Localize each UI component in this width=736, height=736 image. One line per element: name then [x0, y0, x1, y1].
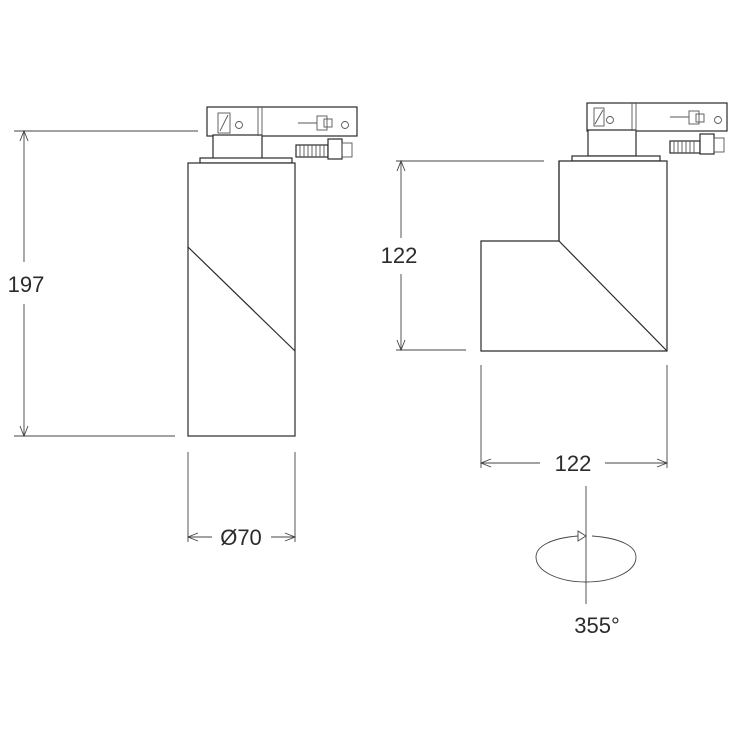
diameter-dimension: Ø70 [186, 452, 297, 550]
rotation-arc [535, 535, 637, 583]
height-label-122: 122 [381, 243, 418, 268]
side-view: 122 122 355° [381, 102, 728, 638]
height-dimension-right: 122 [381, 159, 544, 352]
front-view: 197 Ø70 [8, 106, 358, 550]
spotlight-cut-line [558, 240, 668, 352]
track-adapter-right [571, 102, 728, 162]
rotation-label: 355° [574, 613, 620, 638]
diameter-label: Ø70 [220, 525, 262, 550]
height-dimension-left: 197 [8, 129, 198, 438]
rotation-indicator: 355° [535, 486, 637, 638]
width-label-122: 122 [555, 451, 592, 476]
width-dimension-right: 122 [479, 365, 669, 476]
cylinder-cut-line [187, 246, 296, 352]
cylinder-body [187, 162, 296, 437]
track-adapter-left [199, 106, 358, 164]
height-label-197: 197 [8, 272, 45, 297]
rotation-arrow-icon [577, 530, 587, 542]
